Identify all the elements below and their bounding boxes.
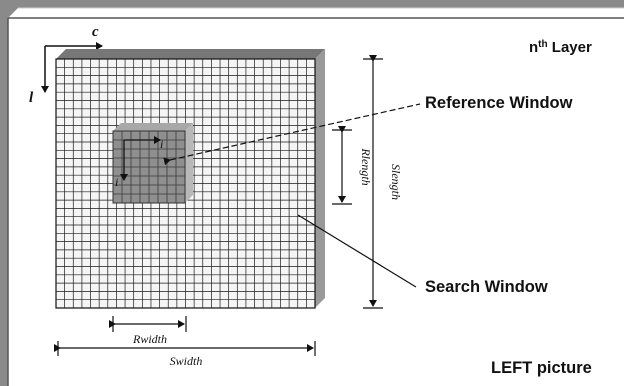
axis-indicator: c l bbox=[29, 24, 103, 106]
picture-label: LEFT picture bbox=[491, 359, 592, 377]
line-axis-label: l bbox=[29, 90, 34, 106]
slength-label: Slength bbox=[389, 164, 403, 200]
layer-label: nth Layer bbox=[529, 39, 592, 56]
reference-window-callout: Reference Window bbox=[163, 94, 573, 166]
swidth-dimension: Swidth bbox=[54, 341, 316, 368]
rwidth-label: Rwidth bbox=[132, 332, 167, 346]
slength-dimension: Slength bbox=[363, 55, 403, 309]
rlength-label: Rlength bbox=[359, 147, 373, 185]
search-window-callout: Search Window bbox=[297, 214, 548, 296]
rwidth-dimension: Rwidth bbox=[109, 316, 187, 346]
reference-window-label: Reference Window bbox=[425, 94, 573, 112]
search-window-label: Search Window bbox=[425, 278, 548, 296]
reference-window-grid bbox=[113, 131, 185, 203]
inner-col-label: i bbox=[160, 137, 163, 151]
swidth-label: Swidth bbox=[170, 354, 203, 368]
col-axis-label: c bbox=[92, 24, 99, 40]
reference-window-block: i i bbox=[112, 123, 193, 204]
inner-line-label: i bbox=[115, 175, 118, 189]
